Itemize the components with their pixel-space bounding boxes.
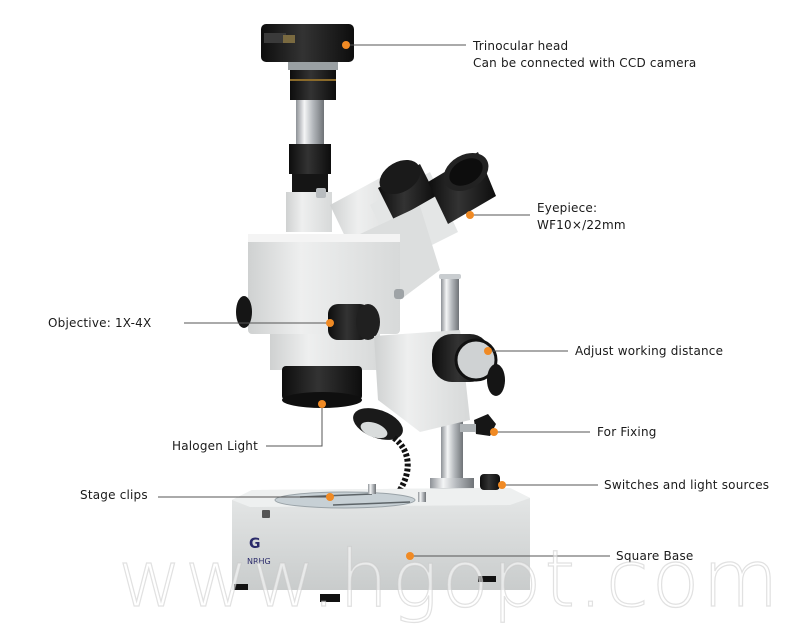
brand-logo-text: NRHG [247,557,271,566]
label-square-base: Square Base [616,549,694,563]
label-trinocular-head-detail: Can be connected with CCD camera [473,56,697,70]
label-eyepiece-spec: WF10×/22mm [537,218,626,232]
watermark-text: www.hgopt.com [117,534,782,625]
label-switches-light-sources: Switches and light sources [604,478,770,492]
leader-lines [158,44,610,557]
square-base: G NRHG [232,474,530,602]
zoom-body [236,206,440,408]
label-objective: Objective: 1X-4X [48,316,152,330]
label-trinocular-head: Trinocular head Can be connected with CC… [473,38,696,72]
label-stage-clips: Stage clips [80,488,148,502]
ccd-camera [261,24,354,100]
label-for-fixing: For Fixing [597,425,657,439]
label-eyepiece: Eyepiece: WF10×/22mm [537,200,626,234]
svg-text:G: G [249,536,261,552]
label-halogen-light: Halogen Light [172,439,259,453]
label-eyepiece-title: Eyepiece: [537,201,598,215]
stand-pillar [430,274,474,495]
camera-adapter-tube [286,100,332,232]
marker-dots [318,41,506,560]
label-trinocular-head-title: Trinocular head [473,39,569,53]
label-adjust-working-distance: Adjust working distance [575,344,724,358]
